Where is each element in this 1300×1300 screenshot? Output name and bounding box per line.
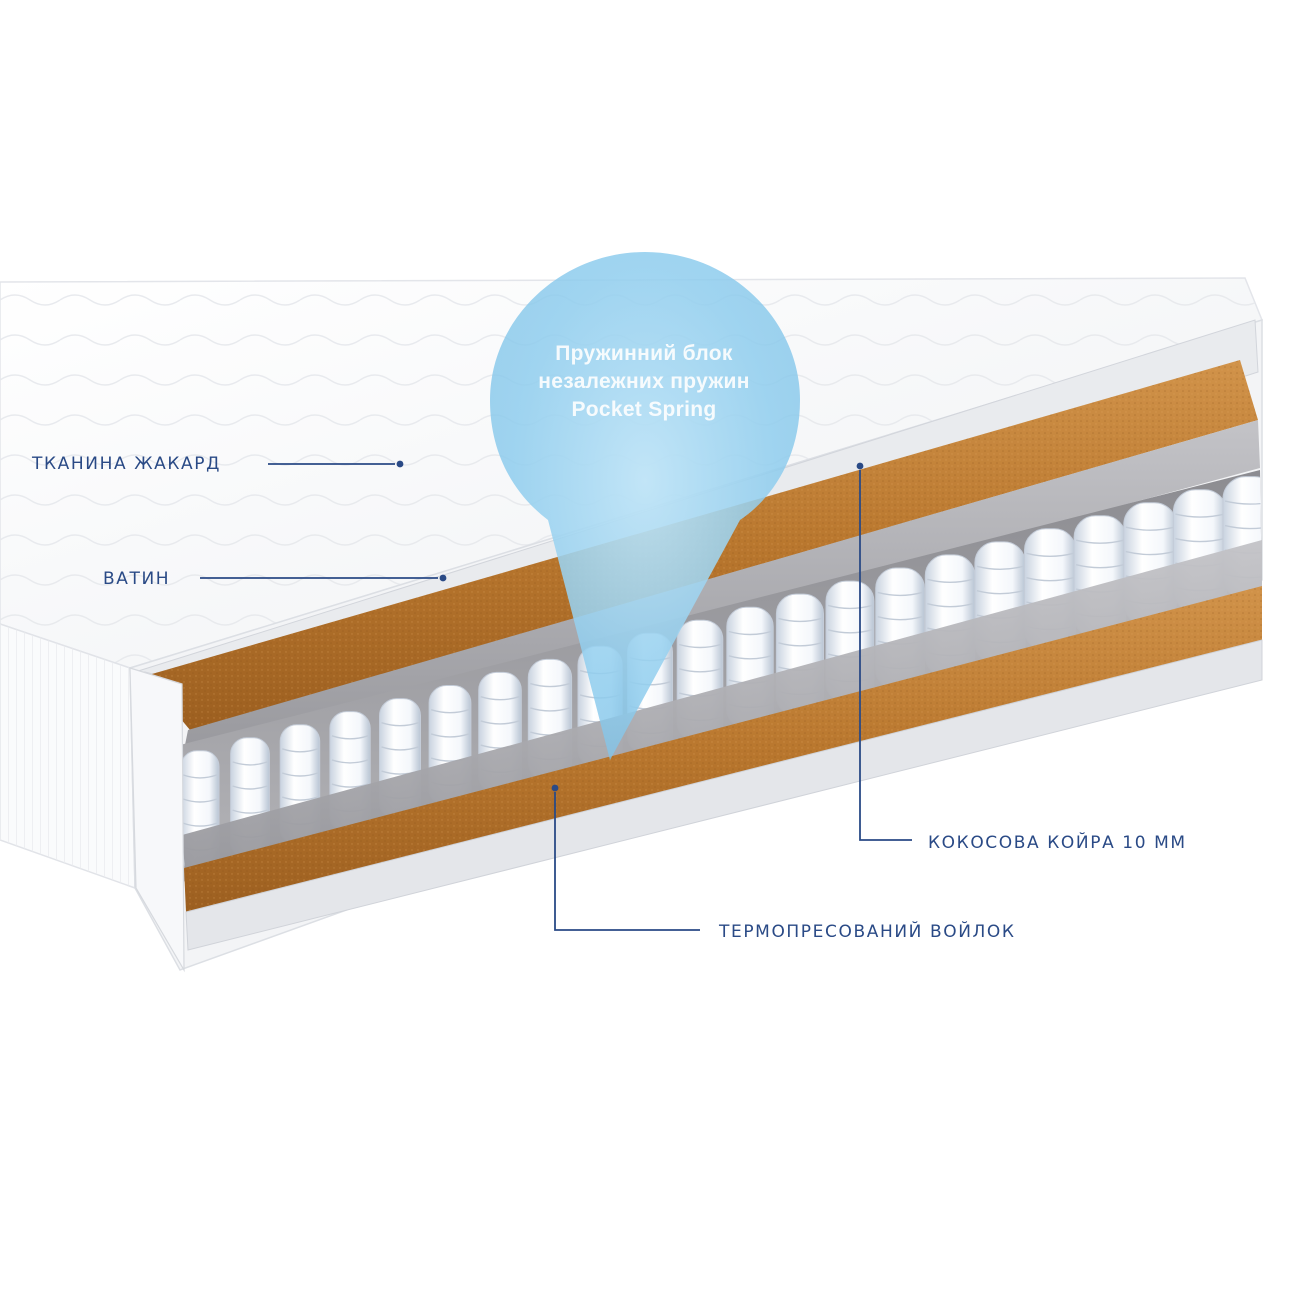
left-end-cap	[129, 667, 185, 973]
label-coconut-coir: КОКОСОВА КОЙРА 10 ММ	[928, 833, 1187, 853]
bottom-coir-texture	[184, 586, 1262, 912]
top-felt-layer	[182, 420, 1260, 760]
bottom-cover-layer	[185, 639, 1263, 951]
label-jacquard-fabric: ТКАНИНА ЖАКАРД	[32, 454, 221, 474]
bubble-line-2: незалежних пружин	[538, 370, 750, 393]
mattress-side-stripes	[0, 624, 135, 888]
label-batting: ВАТИН	[103, 569, 171, 589]
leader-lines	[200, 460, 912, 931]
bubble-line-3: Pocket Spring	[571, 398, 717, 421]
bottom-felt-layer	[182, 540, 1262, 870]
label-thermopressed-felt: ТЕРМОПРЕСОВАНИЙ ВОЙЛОК	[719, 922, 1016, 942]
spring-callout-text: Пружинний блок незалежних пружин Pocket …	[498, 340, 790, 424]
spring-callout-bubble	[490, 252, 800, 760]
bubble-line-1: Пружинний блок	[555, 342, 733, 365]
